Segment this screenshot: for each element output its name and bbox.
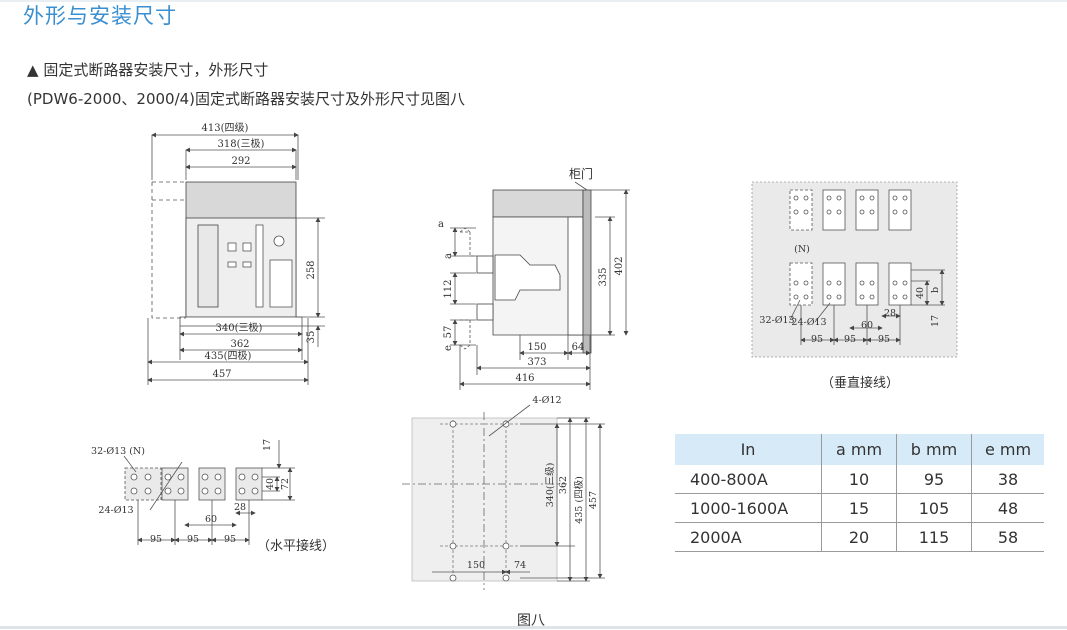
cell-a: 20 xyxy=(821,522,897,552)
vertical-95-1: 95 xyxy=(811,334,823,345)
cell-in: 2000A xyxy=(675,522,822,552)
side-a-left: a xyxy=(443,253,454,259)
horizontal-95-3: 95 xyxy=(224,534,236,545)
subtitle-text: 固定式断路器安装尺寸，外形尺寸 xyxy=(43,61,269,79)
cabinet-door-label: 柜门 xyxy=(569,166,593,181)
vertical-95-2: 95 xyxy=(844,334,856,345)
vertical-95-3: 95 xyxy=(878,334,890,345)
spec-table: In a mm b mm e mm 400-800A 10 95 38 1000… xyxy=(675,434,1044,552)
horizontal-connection-drawing xyxy=(123,440,295,545)
front-width-3p: 318(三极) xyxy=(218,137,265,150)
side-373: 373 xyxy=(527,357,546,368)
side-64: 64 xyxy=(572,342,585,353)
side-57: 57 xyxy=(443,326,454,339)
description: (PDW6-2000、2000/4)固定式断路器安装尺寸及外形尺寸见图八 xyxy=(27,90,466,108)
col-header-b: b mm xyxy=(896,434,972,465)
vertical-32-holes: 32-Ø13 xyxy=(759,315,794,326)
front-view-drawing xyxy=(147,132,325,385)
vertical-24-holes: 24-Ø13 xyxy=(791,317,826,328)
cell-a: 10 xyxy=(821,465,897,494)
mount-150: 150 xyxy=(467,560,485,571)
horizontal-95-2: 95 xyxy=(187,534,199,545)
front-height-258: 258 xyxy=(306,260,317,279)
table-row: 1000-1600A 15 105 48 xyxy=(675,493,1044,523)
mount-340-3p: 340(三级) xyxy=(544,463,556,508)
side-112: 112 xyxy=(443,279,454,298)
horizontal-32-holes: 32-Ø13 (N) xyxy=(91,446,145,457)
bottom-divider xyxy=(0,626,1067,629)
col-header-e: e mm xyxy=(971,434,1044,465)
cell-e: 58 xyxy=(971,522,1044,552)
horizontal-40: 40 xyxy=(265,478,276,490)
front-base-4p: 435(四极) xyxy=(205,349,252,362)
mount-457: 457 xyxy=(588,491,599,509)
vertical-17: 17 xyxy=(930,315,941,327)
table-row: 400-800A 10 95 38 xyxy=(675,465,1044,494)
horizontal-95-1: 95 xyxy=(150,534,162,545)
cell-b: 95 xyxy=(896,465,972,494)
top-divider xyxy=(0,0,1067,2)
side-a-top: a xyxy=(438,219,444,230)
subtitle: ▲ 固定式断路器安装尺寸，外形尺寸 xyxy=(27,59,268,80)
vertical-connection-drawing xyxy=(751,181,958,358)
triangle-bullet-icon: ▲ xyxy=(27,61,44,79)
cell-in: 400-800A xyxy=(675,465,822,494)
horizontal-17: 17 xyxy=(262,439,273,451)
side-150: 150 xyxy=(527,342,546,353)
vertical-60: 60 xyxy=(861,320,873,331)
side-e: e xyxy=(443,345,454,351)
front-width-4p: 413(四级) xyxy=(202,122,249,134)
cell-b: 105 xyxy=(896,493,972,523)
horizontal-24-holes: 24-Ø13 xyxy=(98,505,133,516)
mount-74: 74 xyxy=(514,560,526,571)
mounting-plan-drawing xyxy=(402,404,605,590)
horizontal-28: 28 xyxy=(234,502,246,513)
mount-holes-label: 4-Ø12 xyxy=(532,395,561,406)
vertical-28: 28 xyxy=(884,308,896,319)
front-base-362: 362 xyxy=(230,339,249,350)
horizontal-connection-caption: （水平接线） xyxy=(257,539,336,554)
horizontal-72: 72 xyxy=(280,478,291,490)
side-335: 335 xyxy=(598,267,609,286)
front-width-292: 292 xyxy=(231,156,250,167)
side-416: 416 xyxy=(515,373,534,384)
figure-label: 图八 xyxy=(517,613,545,629)
front-base-3p: 340(三极) xyxy=(216,321,263,334)
cell-in: 1000-1600A xyxy=(675,493,822,523)
vertical-b: b xyxy=(930,287,941,293)
col-header-a: a mm xyxy=(821,434,897,465)
cell-e: 48 xyxy=(971,493,1044,523)
section-title: 外形与安装尺寸 xyxy=(23,4,177,28)
mount-435-4p: 435 (四极) xyxy=(573,476,585,524)
cell-b: 115 xyxy=(896,522,972,552)
side-view-drawing xyxy=(450,181,630,390)
table-row: 2000A 20 115 58 xyxy=(675,522,1044,552)
side-402: 402 xyxy=(614,256,625,275)
vertical-connection-caption: （垂直接线） xyxy=(821,376,900,391)
front-height-35: 35 xyxy=(306,331,317,344)
cell-a: 15 xyxy=(821,493,897,523)
vertical-40: 40 xyxy=(915,287,926,299)
mount-362: 362 xyxy=(558,476,569,494)
table-header-row: In a mm b mm e mm xyxy=(675,434,1044,465)
cell-e: 38 xyxy=(971,465,1044,494)
front-total-457: 457 xyxy=(212,369,231,380)
horizontal-60: 60 xyxy=(205,514,217,525)
col-header-in: In xyxy=(675,434,822,465)
vertical-n-label: (N) xyxy=(794,244,810,255)
